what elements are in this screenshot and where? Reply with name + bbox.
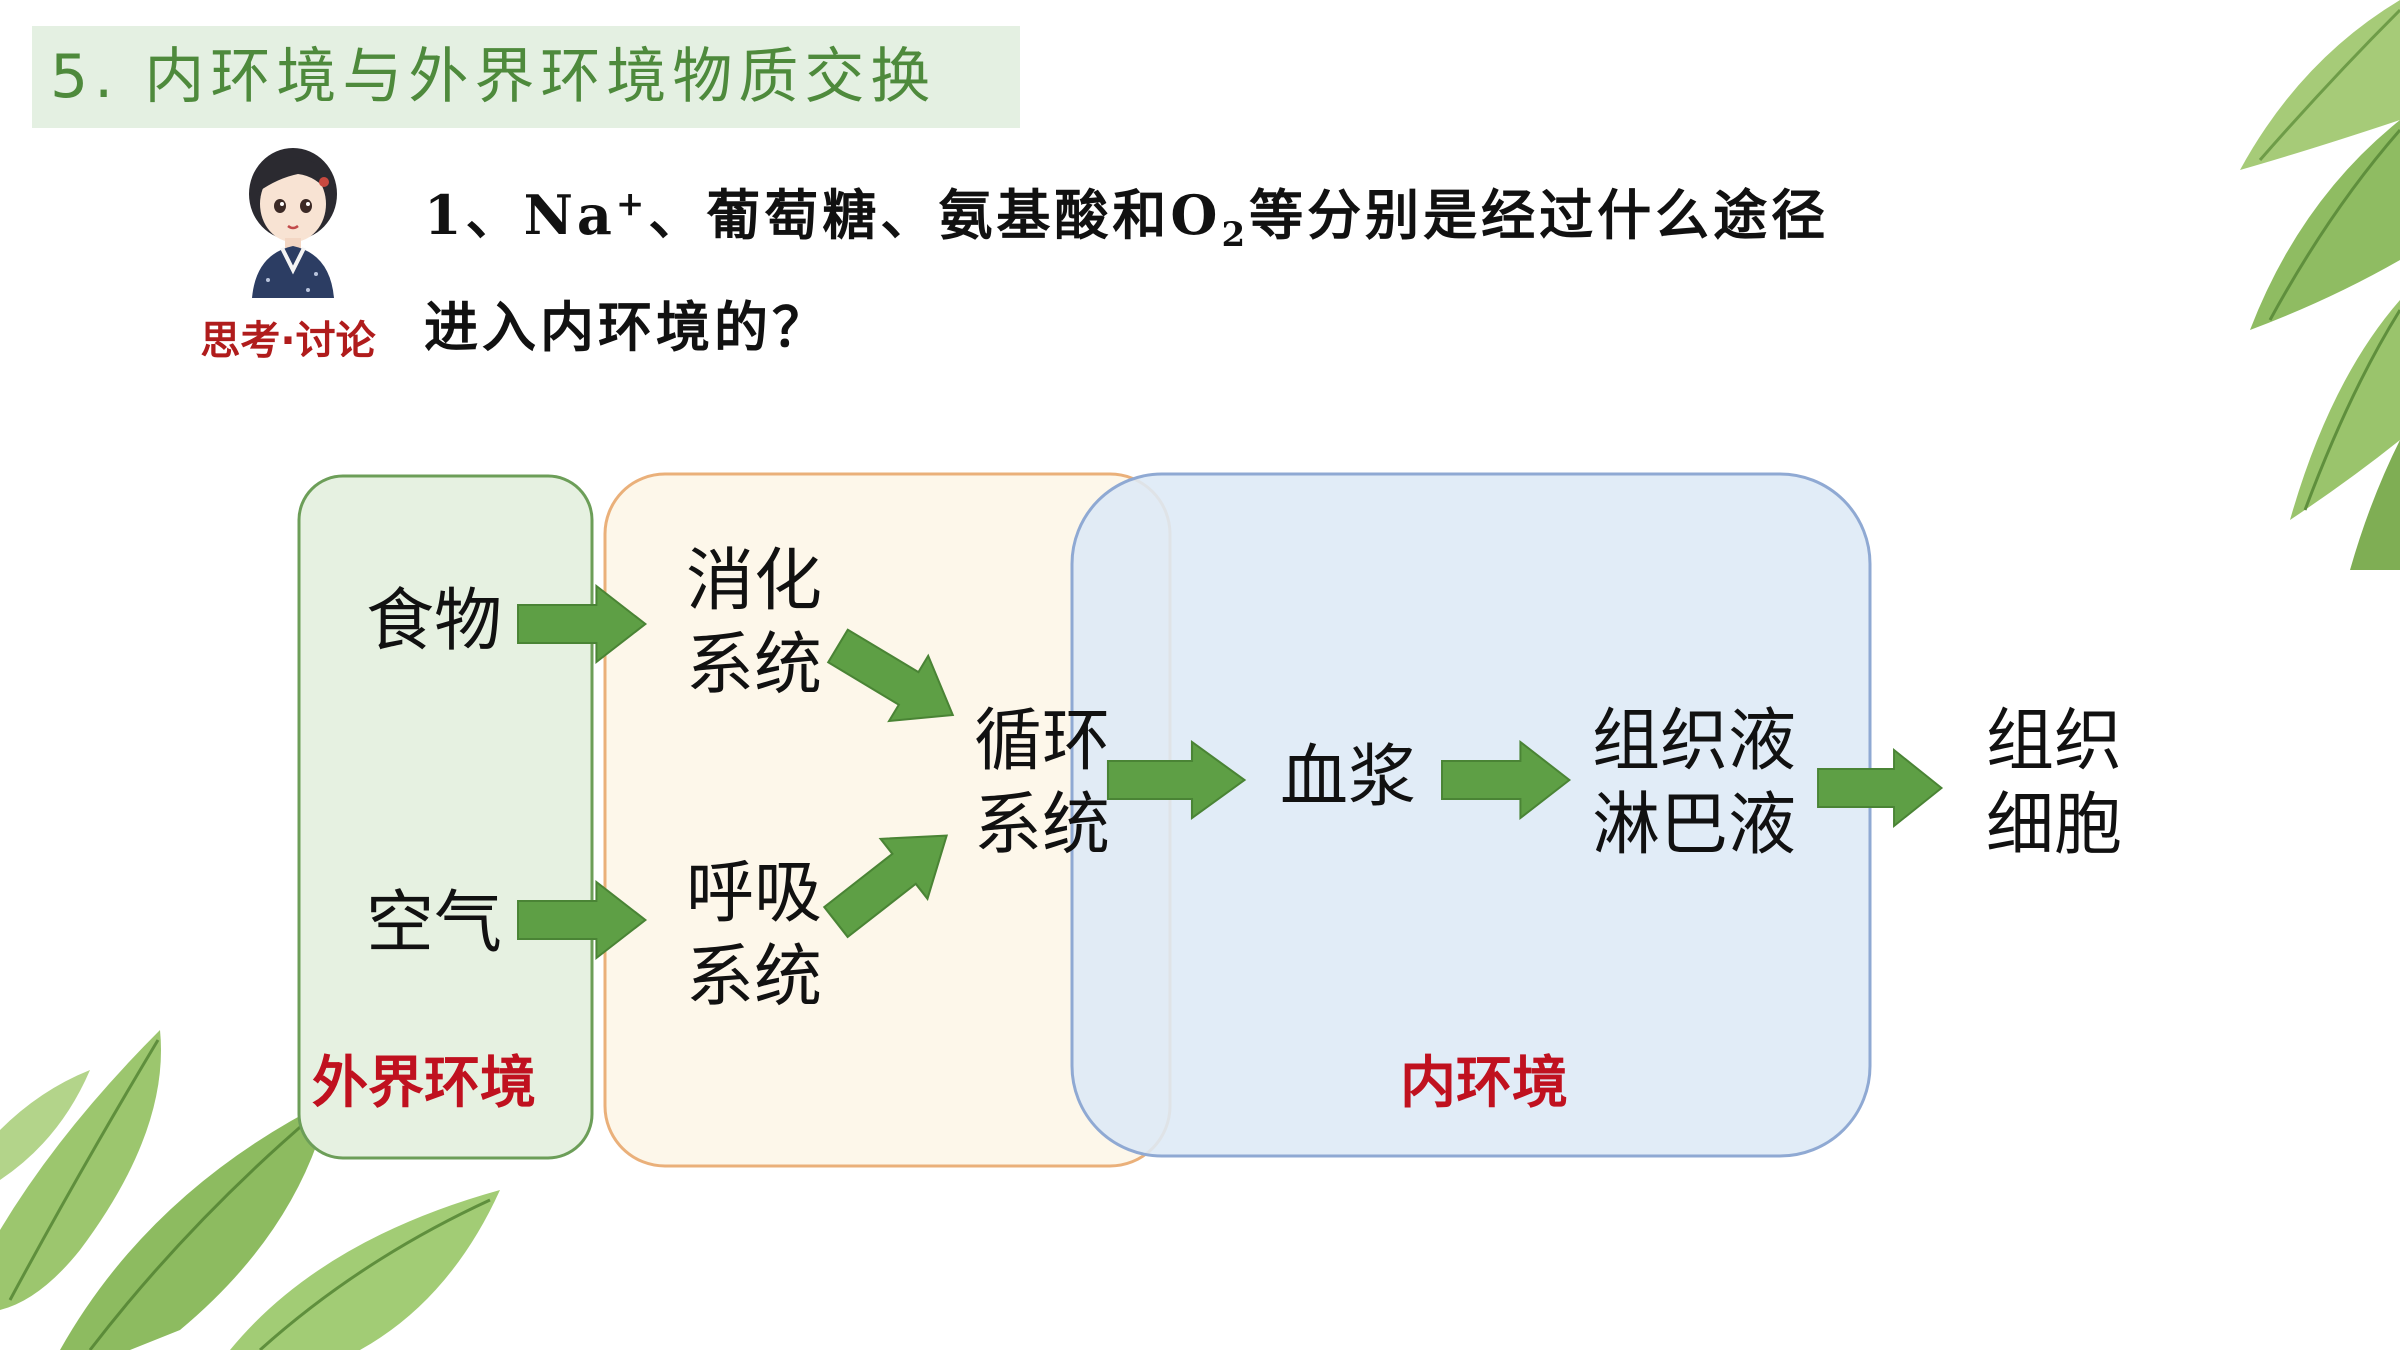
leaf-decoration-top-right-icon <box>2240 0 2400 570</box>
question-line-1: 1、Na+、葡萄糖、氨基酸和O2等分别是经过什么途径 <box>424 183 1830 255</box>
node-plasma: 血浆 <box>1280 738 1417 817</box>
node-food: 食物 <box>366 582 503 661</box>
node-air: 空气 <box>366 884 503 963</box>
node-digestive-system: 消化 系统 <box>686 542 823 705</box>
node-tissue-lymph-fluid: 组织液 淋巴液 <box>1592 702 1797 865</box>
node-tissue-cells: 组织 细胞 <box>1986 702 2123 865</box>
leaf-decoration-bottom-left-icon <box>0 1030 500 1350</box>
node-respiratory-system: 呼吸 系统 <box>686 854 823 1017</box>
zone-label-internal: 内环境 <box>1400 1051 1568 1116</box>
discussion-question: 1、Na+、葡萄糖、氨基酸和O2等分别是经过什么途径 进入内环境的？ <box>424 158 1984 373</box>
question-line-2: 进入内环境的？ <box>424 294 830 359</box>
title-bar: 5. 内环境与外界环境物质交换 <box>32 26 1020 128</box>
zone-label-external: 外界环境 <box>312 1051 536 1116</box>
node-circulatory-system: 循环 系统 <box>974 702 1111 865</box>
external-environment-zone <box>297 474 594 1160</box>
slide-title: 5. 内环境与外界环境物质交换 <box>50 42 937 112</box>
internal-environment-zone <box>1070 472 1872 1158</box>
avatar-icon <box>249 148 337 298</box>
avatar-caption: 思考·讨论 <box>200 318 376 364</box>
